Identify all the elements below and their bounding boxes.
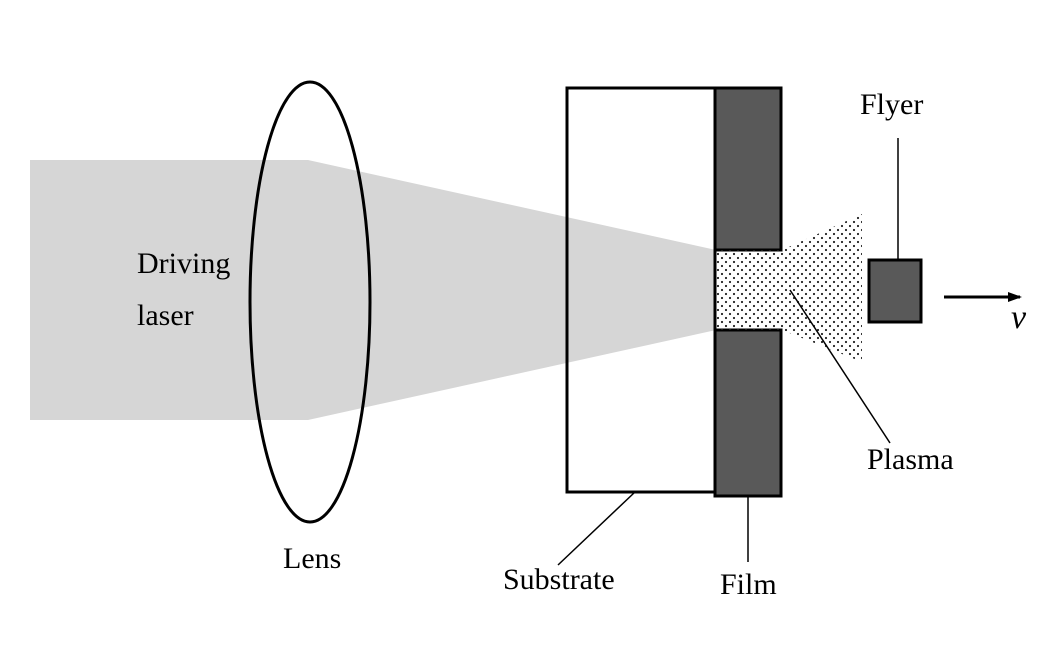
driving-laser-label-line1: Driving [137,247,230,280]
film-upper [713,86,783,252]
driving-laser-label-line2: laser [137,299,194,332]
film-lower [713,328,783,498]
substrate-rect [565,86,717,494]
plasma-region [716,214,862,362]
flyer-rect [867,258,923,324]
plasma-label: Plasma [867,443,954,476]
laser-beam [30,160,716,420]
lens-label: Lens [283,542,341,575]
substrate-leader-line [557,491,636,566]
flyer-label: Flyer [860,88,923,121]
velocity-label: v [1011,299,1027,336]
film-label: Film [720,568,777,601]
lens-ellipse [248,80,372,524]
substrate-label: Substrate [503,563,615,596]
plasma-leader-line [789,289,891,444]
